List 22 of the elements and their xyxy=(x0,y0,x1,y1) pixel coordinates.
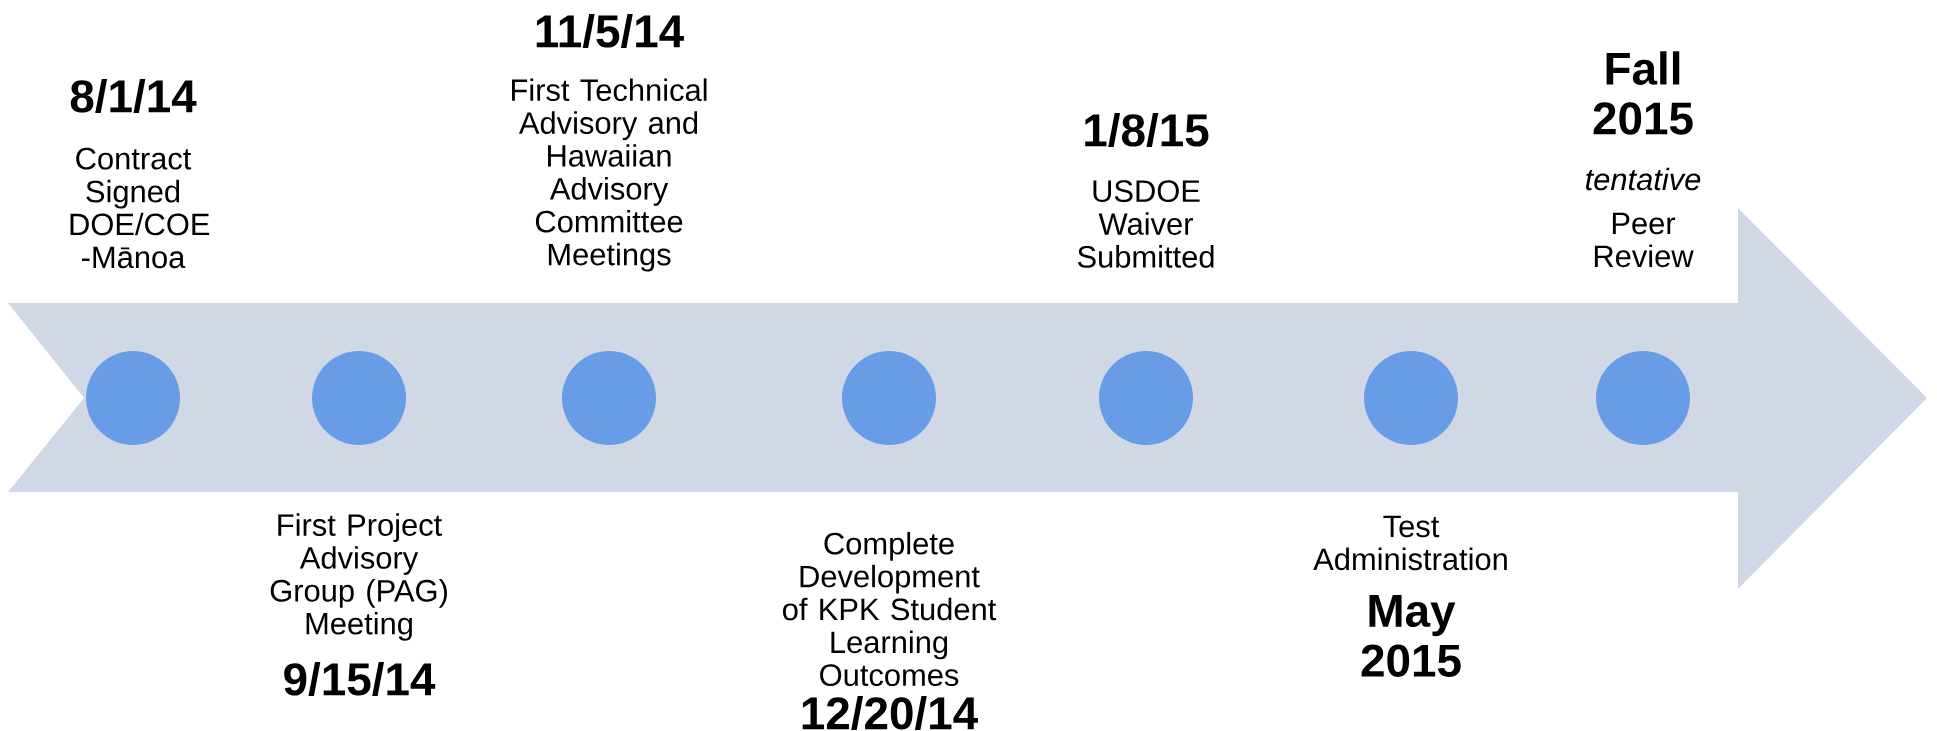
date-label: May 2015 xyxy=(1361,595,1461,677)
milestone-circle xyxy=(842,351,936,445)
event-description: First Project Advisory Group (PAG) Meeting xyxy=(270,513,447,641)
date-label: 1/8/15 xyxy=(1085,112,1209,148)
date-label: 11/5/14 xyxy=(536,13,684,49)
event-description: Peer Review xyxy=(1594,212,1694,268)
date-label: Fall 2015 xyxy=(1593,51,1693,135)
milestone-circle xyxy=(1364,351,1458,445)
event-description: Contract Signed DOE/COE -Mānoa xyxy=(70,147,210,269)
event-description: Complete Development of KPK Student Learning Outcomes xyxy=(783,531,997,687)
status-note: tentative xyxy=(1586,167,1701,191)
event-description: USDOE Waiver Submitted xyxy=(1077,180,1214,268)
event-description: First Technical Advisory and Hawaiian Advisory Committee Meetings xyxy=(512,78,707,272)
milestone-circle xyxy=(562,351,656,445)
date-label: 8/1/14 xyxy=(70,78,197,114)
milestone-circle xyxy=(1596,351,1690,445)
event-description: Test Administration xyxy=(1313,515,1507,571)
date-label: 9/15/14 xyxy=(284,661,436,697)
date-label: 12/20/14 xyxy=(802,695,978,731)
milestone-circle xyxy=(86,351,180,445)
milestone-circle xyxy=(312,351,406,445)
milestone-circle xyxy=(1099,351,1193,445)
